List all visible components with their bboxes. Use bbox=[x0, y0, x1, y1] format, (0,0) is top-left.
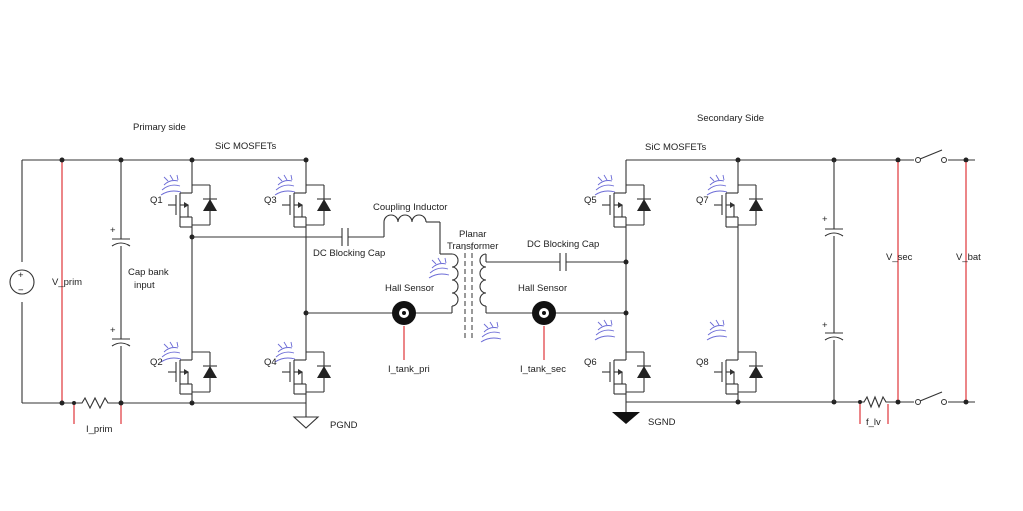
coupling-inductor-label: Coupling Inductor bbox=[373, 202, 447, 213]
cap-plus-1: + bbox=[110, 225, 116, 236]
sgnd-symbol bbox=[612, 412, 640, 424]
dc-blocking-cap-primary bbox=[341, 228, 349, 246]
hall-sensor-sec-label: Hall Sensor bbox=[518, 283, 567, 294]
v-bat-label: V_bat bbox=[956, 252, 981, 263]
cap-plus-2: + bbox=[110, 325, 116, 336]
cap-bank-label-1: Cap bank bbox=[128, 267, 169, 278]
dc-blocking-cap-secondary bbox=[559, 253, 567, 271]
mosfet-q3 bbox=[274, 174, 332, 236]
source-minus: − bbox=[18, 285, 24, 296]
cap-plus-4: + bbox=[822, 320, 828, 331]
mosfet-q8 bbox=[706, 319, 764, 403]
sgnd-label: SGND bbox=[648, 417, 676, 428]
pgnd-label: PGND bbox=[330, 420, 358, 431]
f-lv-label: f_lv bbox=[866, 417, 881, 428]
i-tank-sec-label: I_tank_sec bbox=[520, 364, 566, 375]
primary-side-label: Primary side bbox=[133, 122, 186, 133]
hall-sensor-secondary bbox=[532, 301, 556, 325]
source-plus: + bbox=[18, 270, 24, 281]
mosfet-q1 bbox=[160, 174, 218, 236]
secondary-side-label: Secondary Side bbox=[697, 113, 764, 124]
planar-transformer bbox=[451, 245, 487, 340]
v-prim-label: V_prim bbox=[52, 277, 82, 288]
cap-plus-3: + bbox=[822, 214, 828, 225]
i-prim-shunt bbox=[74, 396, 121, 410]
hall-sensor-pri-label: Hall Sensor bbox=[385, 283, 434, 294]
planar-label-2: Transformer bbox=[447, 241, 498, 252]
v-prim-source: + − bbox=[9, 269, 35, 296]
planar-label-1: Planar bbox=[459, 229, 486, 240]
f-lv-shunt bbox=[858, 395, 890, 409]
pgnd-symbol bbox=[292, 416, 320, 429]
q6-label: Q6 bbox=[584, 357, 597, 368]
mosfet-q5 bbox=[594, 174, 652, 236]
cap-bank-label-2: input bbox=[134, 280, 155, 291]
q1-label: Q1 bbox=[150, 195, 163, 206]
mosfet-q2 bbox=[160, 341, 218, 403]
q3-label: Q3 bbox=[264, 195, 277, 206]
mosfet-q6 bbox=[594, 319, 652, 403]
sic-mosfets-primary-label: SiC MOSFETs bbox=[215, 141, 276, 152]
v-sec-label: V_sec bbox=[886, 252, 913, 263]
q8-label: Q8 bbox=[696, 357, 709, 368]
mosfet-q4 bbox=[274, 341, 332, 403]
contactor-top bbox=[914, 149, 948, 166]
q4-label: Q4 bbox=[264, 357, 277, 368]
q7-label: Q7 bbox=[696, 195, 709, 206]
i-prim-label: I_prim bbox=[86, 424, 112, 435]
hall-sensor-primary bbox=[392, 301, 416, 325]
coupling-inductor bbox=[383, 214, 427, 223]
dc-blocking-cap-sec-label: DC Blocking Cap bbox=[527, 239, 599, 250]
q2-label: Q2 bbox=[150, 357, 163, 368]
q5-label: Q5 bbox=[584, 195, 597, 206]
i-tank-pri-label: I_tank_pri bbox=[388, 364, 430, 375]
mosfet-q7 bbox=[706, 174, 764, 236]
sic-mosfets-secondary-label: SiC MOSFETs bbox=[645, 142, 706, 153]
contactor-bottom bbox=[914, 391, 948, 408]
dc-blocking-cap-pri-label: DC Blocking Cap bbox=[313, 248, 385, 259]
